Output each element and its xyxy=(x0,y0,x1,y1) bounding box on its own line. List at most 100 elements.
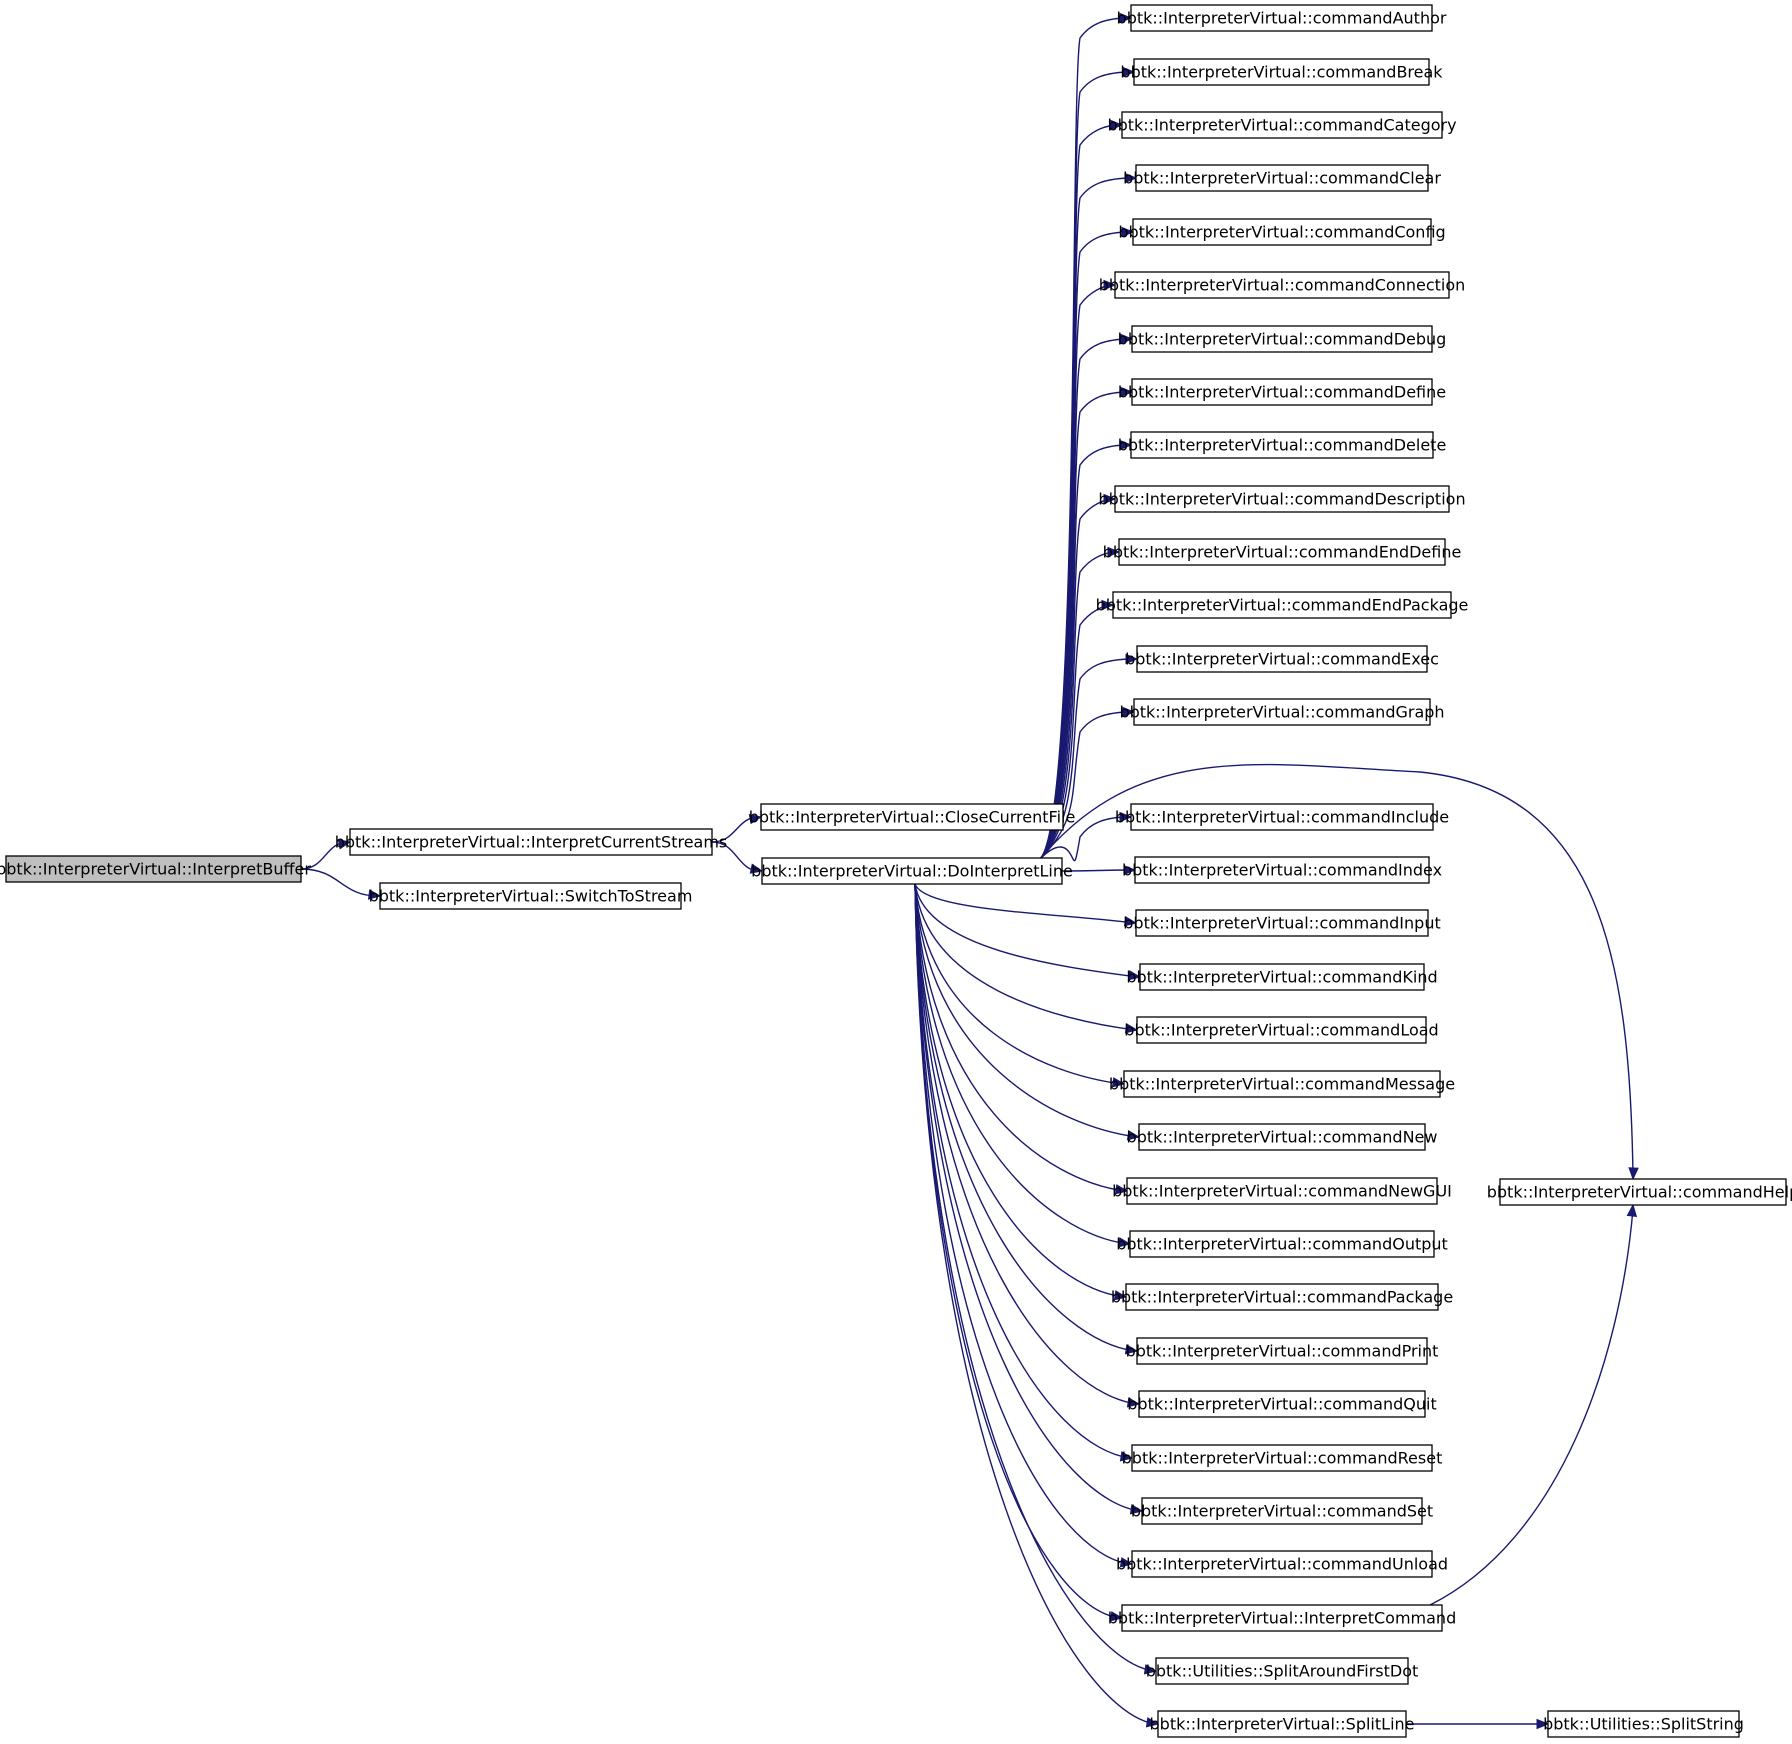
node-label: bbtk::InterpreterVirtual::commandConfig xyxy=(1118,223,1445,242)
edge-interpretcurrentstreams-to-dointerpretline xyxy=(711,841,764,874)
edge-dointerpretline-to-commandinput xyxy=(914,883,1138,927)
node-dointerpretline[interactable]: bbtk::InterpreterVirtual::DoInterpretLin… xyxy=(751,857,1073,885)
node-box xyxy=(349,828,713,856)
node-interpretbuffer[interactable]: bbtk::InterpreterVirtual::InterpretBuffe… xyxy=(0,855,311,883)
node-commandenddefine[interactable]: bbtk::InterpreterVirtual::commandEndDefi… xyxy=(1103,538,1462,566)
node-box xyxy=(1135,164,1429,192)
node-splitaroundfirstdot[interactable]: bbtk::Utilities::SplitAroundFirstDot xyxy=(1146,1657,1419,1685)
node-label: bbtk::InterpreterVirtual::commandConnect… xyxy=(1099,276,1466,295)
node-label: bbtk::InterpreterVirtual::InterpretBuffe… xyxy=(0,860,311,879)
node-box xyxy=(1134,856,1430,884)
edge-arrowhead xyxy=(1124,1344,1139,1355)
edge-dointerpretline-to-commandconfig xyxy=(1039,226,1135,860)
node-label: bbtk::InterpreterVirtual::commandPrint xyxy=(1126,1342,1439,1361)
edge-line xyxy=(1429,1208,1634,1606)
edge-line xyxy=(914,883,1141,1512)
edge-dointerpretline-to-commandmessage xyxy=(914,883,1126,1088)
node-interpretcommand[interactable]: bbtk::InterpreterVirtual::InterpretComma… xyxy=(1108,1604,1456,1632)
node-commanddelete[interactable]: bbtk::InterpreterVirtual::commandDelete xyxy=(1118,431,1447,459)
edge-dointerpretline-to-commandnewgui xyxy=(914,883,1129,1195)
node-box xyxy=(1130,803,1434,831)
node-label: bbtk::InterpreterVirtual::commandCategor… xyxy=(1107,116,1456,135)
node-layer: bbtk::InterpreterVirtual::InterpretBuffe… xyxy=(0,4,1792,1738)
node-commandset[interactable]: bbtk::InterpreterVirtual::commandSet xyxy=(1131,1497,1433,1525)
edge-arrowhead xyxy=(1107,546,1121,558)
node-box xyxy=(1114,485,1450,513)
edge-arrowhead xyxy=(337,839,352,850)
node-splitstring[interactable]: bbtk::Utilities::SplitString xyxy=(1543,1710,1744,1738)
node-switchtostream[interactable]: bbtk::InterpreterVirtual::SwitchToStream xyxy=(369,882,693,910)
node-commanddebug[interactable]: bbtk::InterpreterVirtual::commandDebug xyxy=(1118,325,1447,353)
edge-dointerpretline-to-commandload xyxy=(914,883,1139,1034)
node-label: bbtk::InterpreterVirtual::commandPackage xyxy=(1111,1288,1453,1307)
node-commanddefine[interactable]: bbtk::InterpreterVirtual::commandDefine xyxy=(1118,378,1446,406)
node-box xyxy=(1131,325,1433,353)
node-box xyxy=(1114,271,1450,299)
node-box xyxy=(1121,111,1443,139)
node-label: bbtk::InterpreterVirtual::commandGraph xyxy=(1119,703,1444,722)
node-commandinput[interactable]: bbtk::InterpreterVirtual::commandInput xyxy=(1123,909,1441,937)
edge-dointerpretline-to-commandreset xyxy=(914,883,1134,1462)
node-box xyxy=(1138,1123,1426,1151)
node-commandbreak[interactable]: bbtk::InterpreterVirtual::commandBreak xyxy=(1120,58,1443,86)
node-commandmessage[interactable]: bbtk::InterpreterVirtual::commandMessage xyxy=(1109,1070,1455,1098)
edge-dointerpretline-to-commanddefine xyxy=(1039,386,1134,860)
node-commandhelp[interactable]: bbtk::InterpreterVirtual::commandHelp xyxy=(1487,1178,1792,1206)
node-box xyxy=(1131,1550,1433,1578)
node-label: bbtk::InterpreterVirtual::commandSet xyxy=(1131,1502,1433,1521)
edge-dointerpretline-to-commandindex xyxy=(1061,864,1137,876)
edge-arrowhead xyxy=(1129,1504,1144,1515)
edge-line xyxy=(914,883,1135,924)
node-commandprint[interactable]: bbtk::InterpreterVirtual::commandPrint xyxy=(1126,1337,1439,1365)
node-label: bbtk::InterpreterVirtual::commandBreak xyxy=(1120,63,1443,82)
node-commandclear[interactable]: bbtk::InterpreterVirtual::commandClear xyxy=(1123,164,1441,192)
node-commandload[interactable]: bbtk::InterpreterVirtual::commandLoad xyxy=(1124,1016,1439,1044)
node-commandconfig[interactable]: bbtk::InterpreterVirtual::commandConfig xyxy=(1118,218,1446,246)
edge-arrowhead xyxy=(1124,1023,1139,1034)
node-label: bbtk::InterpreterVirtual::commandHelp xyxy=(1487,1183,1792,1202)
node-label: bbtk::InterpreterVirtual::InterpretCurre… xyxy=(335,833,728,852)
node-closecurrentfile[interactable]: bbtk::InterpreterVirtual::CloseCurrentFi… xyxy=(749,803,1076,831)
node-commandreset[interactable]: bbtk::InterpreterVirtual::commandReset xyxy=(1122,1444,1443,1472)
node-commandendpackage[interactable]: bbtk::InterpreterVirtual::commandEndPack… xyxy=(1096,591,1469,619)
edge-dointerpretline-to-splitaroundfirstdot xyxy=(914,883,1158,1675)
edge-dointerpretline-to-commandclear xyxy=(1039,172,1138,860)
node-commanddescription[interactable]: bbtk::InterpreterVirtual::commandDescrip… xyxy=(1098,485,1466,513)
edge-layer xyxy=(300,12,1639,1730)
node-commandnewgui[interactable]: bbtk::InterpreterVirtual::commandNewGUI xyxy=(1112,1177,1452,1205)
node-commandconnection[interactable]: bbtk::InterpreterVirtual::commandConnect… xyxy=(1099,271,1466,299)
node-label: bbtk::InterpreterVirtual::commandNew xyxy=(1127,1128,1438,1147)
node-label: bbtk::InterpreterVirtual::commandInclude xyxy=(1115,808,1449,827)
edge-line xyxy=(914,883,1131,1459)
edge-dointerpretline-to-splitline xyxy=(914,883,1160,1728)
node-commandinclude[interactable]: bbtk::InterpreterVirtual::commandInclude xyxy=(1115,803,1449,831)
node-box xyxy=(1131,378,1433,406)
node-label: bbtk::InterpreterVirtual::commandClear xyxy=(1123,169,1441,188)
node-commandauthor[interactable]: bbtk::InterpreterVirtual::commandAuthor xyxy=(1117,4,1447,32)
edge-dointerpretline-to-commandprint xyxy=(914,883,1139,1355)
edge-line xyxy=(914,883,1139,978)
node-commandnew[interactable]: bbtk::InterpreterVirtual::commandNew xyxy=(1127,1123,1438,1151)
node-label: bbtk::InterpreterVirtual::InterpretComma… xyxy=(1108,1609,1456,1628)
node-commandkind[interactable]: bbtk::InterpreterVirtual::commandKind xyxy=(1126,963,1438,991)
edge-line xyxy=(1039,231,1132,860)
node-interpretcurrentstreams[interactable]: bbtk::InterpreterVirtual::InterpretCurre… xyxy=(335,828,728,856)
edge-arrowhead xyxy=(1101,599,1115,611)
edge-arrowhead xyxy=(1103,493,1117,505)
node-commandindex[interactable]: bbtk::InterpreterVirtual::commandIndex xyxy=(1122,856,1442,884)
edge-arrowhead xyxy=(748,814,763,825)
node-splitline[interactable]: bbtk::InterpreterVirtual::SplitLine xyxy=(1150,1710,1415,1738)
node-commandoutput[interactable]: bbtk::InterpreterVirtual::commandOutput xyxy=(1116,1230,1448,1258)
edge-dointerpretline-to-commandhelp xyxy=(1039,763,1639,1181)
edge-line xyxy=(914,883,1131,1565)
edge-interpretbuffer-to-interpretcurrentstreams xyxy=(300,839,352,870)
edge-arrowhead xyxy=(1536,1718,1550,1730)
node-commandunload[interactable]: bbtk::InterpreterVirtual::commandUnload xyxy=(1116,1550,1448,1578)
edge-interpretcurrentstreams-to-closecurrentfile xyxy=(711,814,763,843)
node-commandpackage[interactable]: bbtk::InterpreterVirtual::commandPackage xyxy=(1111,1283,1453,1311)
node-commandcategory[interactable]: bbtk::InterpreterVirtual::commandCategor… xyxy=(1107,111,1457,139)
node-commandquit[interactable]: bbtk::InterpreterVirtual::commandQuit xyxy=(1127,1390,1437,1418)
node-commandexec[interactable]: bbtk::InterpreterVirtual::commandExec xyxy=(1125,645,1439,673)
node-commandgraph[interactable]: bbtk::InterpreterVirtual::commandGraph xyxy=(1119,698,1445,726)
edge-dointerpretline-to-commandbreak xyxy=(1039,66,1136,860)
